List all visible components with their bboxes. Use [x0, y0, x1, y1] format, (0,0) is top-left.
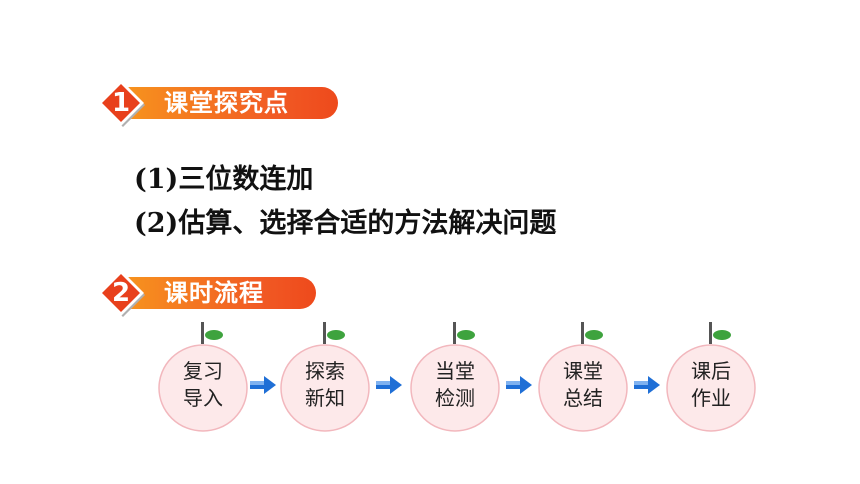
flow-step-label: 课后作业: [691, 359, 731, 410]
peach-fruit-icon: [410, 322, 500, 432]
flow-step-review[interactable]: 复习导入: [156, 318, 250, 436]
peach-fruit-icon: [666, 322, 756, 432]
section-title: 课堂探究点: [164, 89, 289, 117]
section-header-2: 2 课时流程: [96, 268, 346, 318]
section-number: 2: [111, 278, 131, 308]
right-arrow-icon: [634, 376, 660, 394]
inquiry-points-list: (1)三位数连加 (2)估算、选择合适的方法解决问题: [134, 158, 556, 246]
flow-step-explore[interactable]: 探索新知: [278, 318, 372, 436]
peach-fruit-icon: [538, 322, 628, 432]
section-title: 课时流程: [164, 279, 264, 307]
peach-fruit-icon: [158, 322, 248, 432]
flow-step-label: 复习导入: [183, 359, 223, 410]
flow-step-label: 课堂总结: [563, 359, 603, 410]
right-arrow-icon: [506, 376, 532, 394]
flow-step-homework[interactable]: 课后作业: [664, 318, 758, 436]
flow-step-label: 探索新知: [305, 359, 345, 410]
right-arrow-icon: [376, 376, 402, 394]
peach-fruit-icon: [280, 322, 370, 432]
lesson-flow: 复习导入 探索新知 当堂检测: [0, 318, 860, 438]
section-header-bar: [126, 277, 316, 309]
flow-step-summary[interactable]: 课堂总结: [536, 318, 630, 436]
inquiry-point: (1)三位数连加: [134, 164, 314, 195]
inquiry-point: (2)估算、选择合适的方法解决问题: [134, 208, 557, 239]
diamond-badge-icon: 2: [96, 268, 146, 318]
flow-step-check[interactable]: 当堂检测: [408, 318, 502, 436]
flow-step-label: 当堂检测: [435, 359, 475, 410]
section-number: 1: [111, 88, 131, 118]
section-header-bar: [126, 87, 338, 119]
diamond-badge-icon: 1: [96, 78, 146, 128]
section-header-1: 1 课堂探究点: [96, 78, 346, 128]
right-arrow-icon: [250, 376, 276, 394]
